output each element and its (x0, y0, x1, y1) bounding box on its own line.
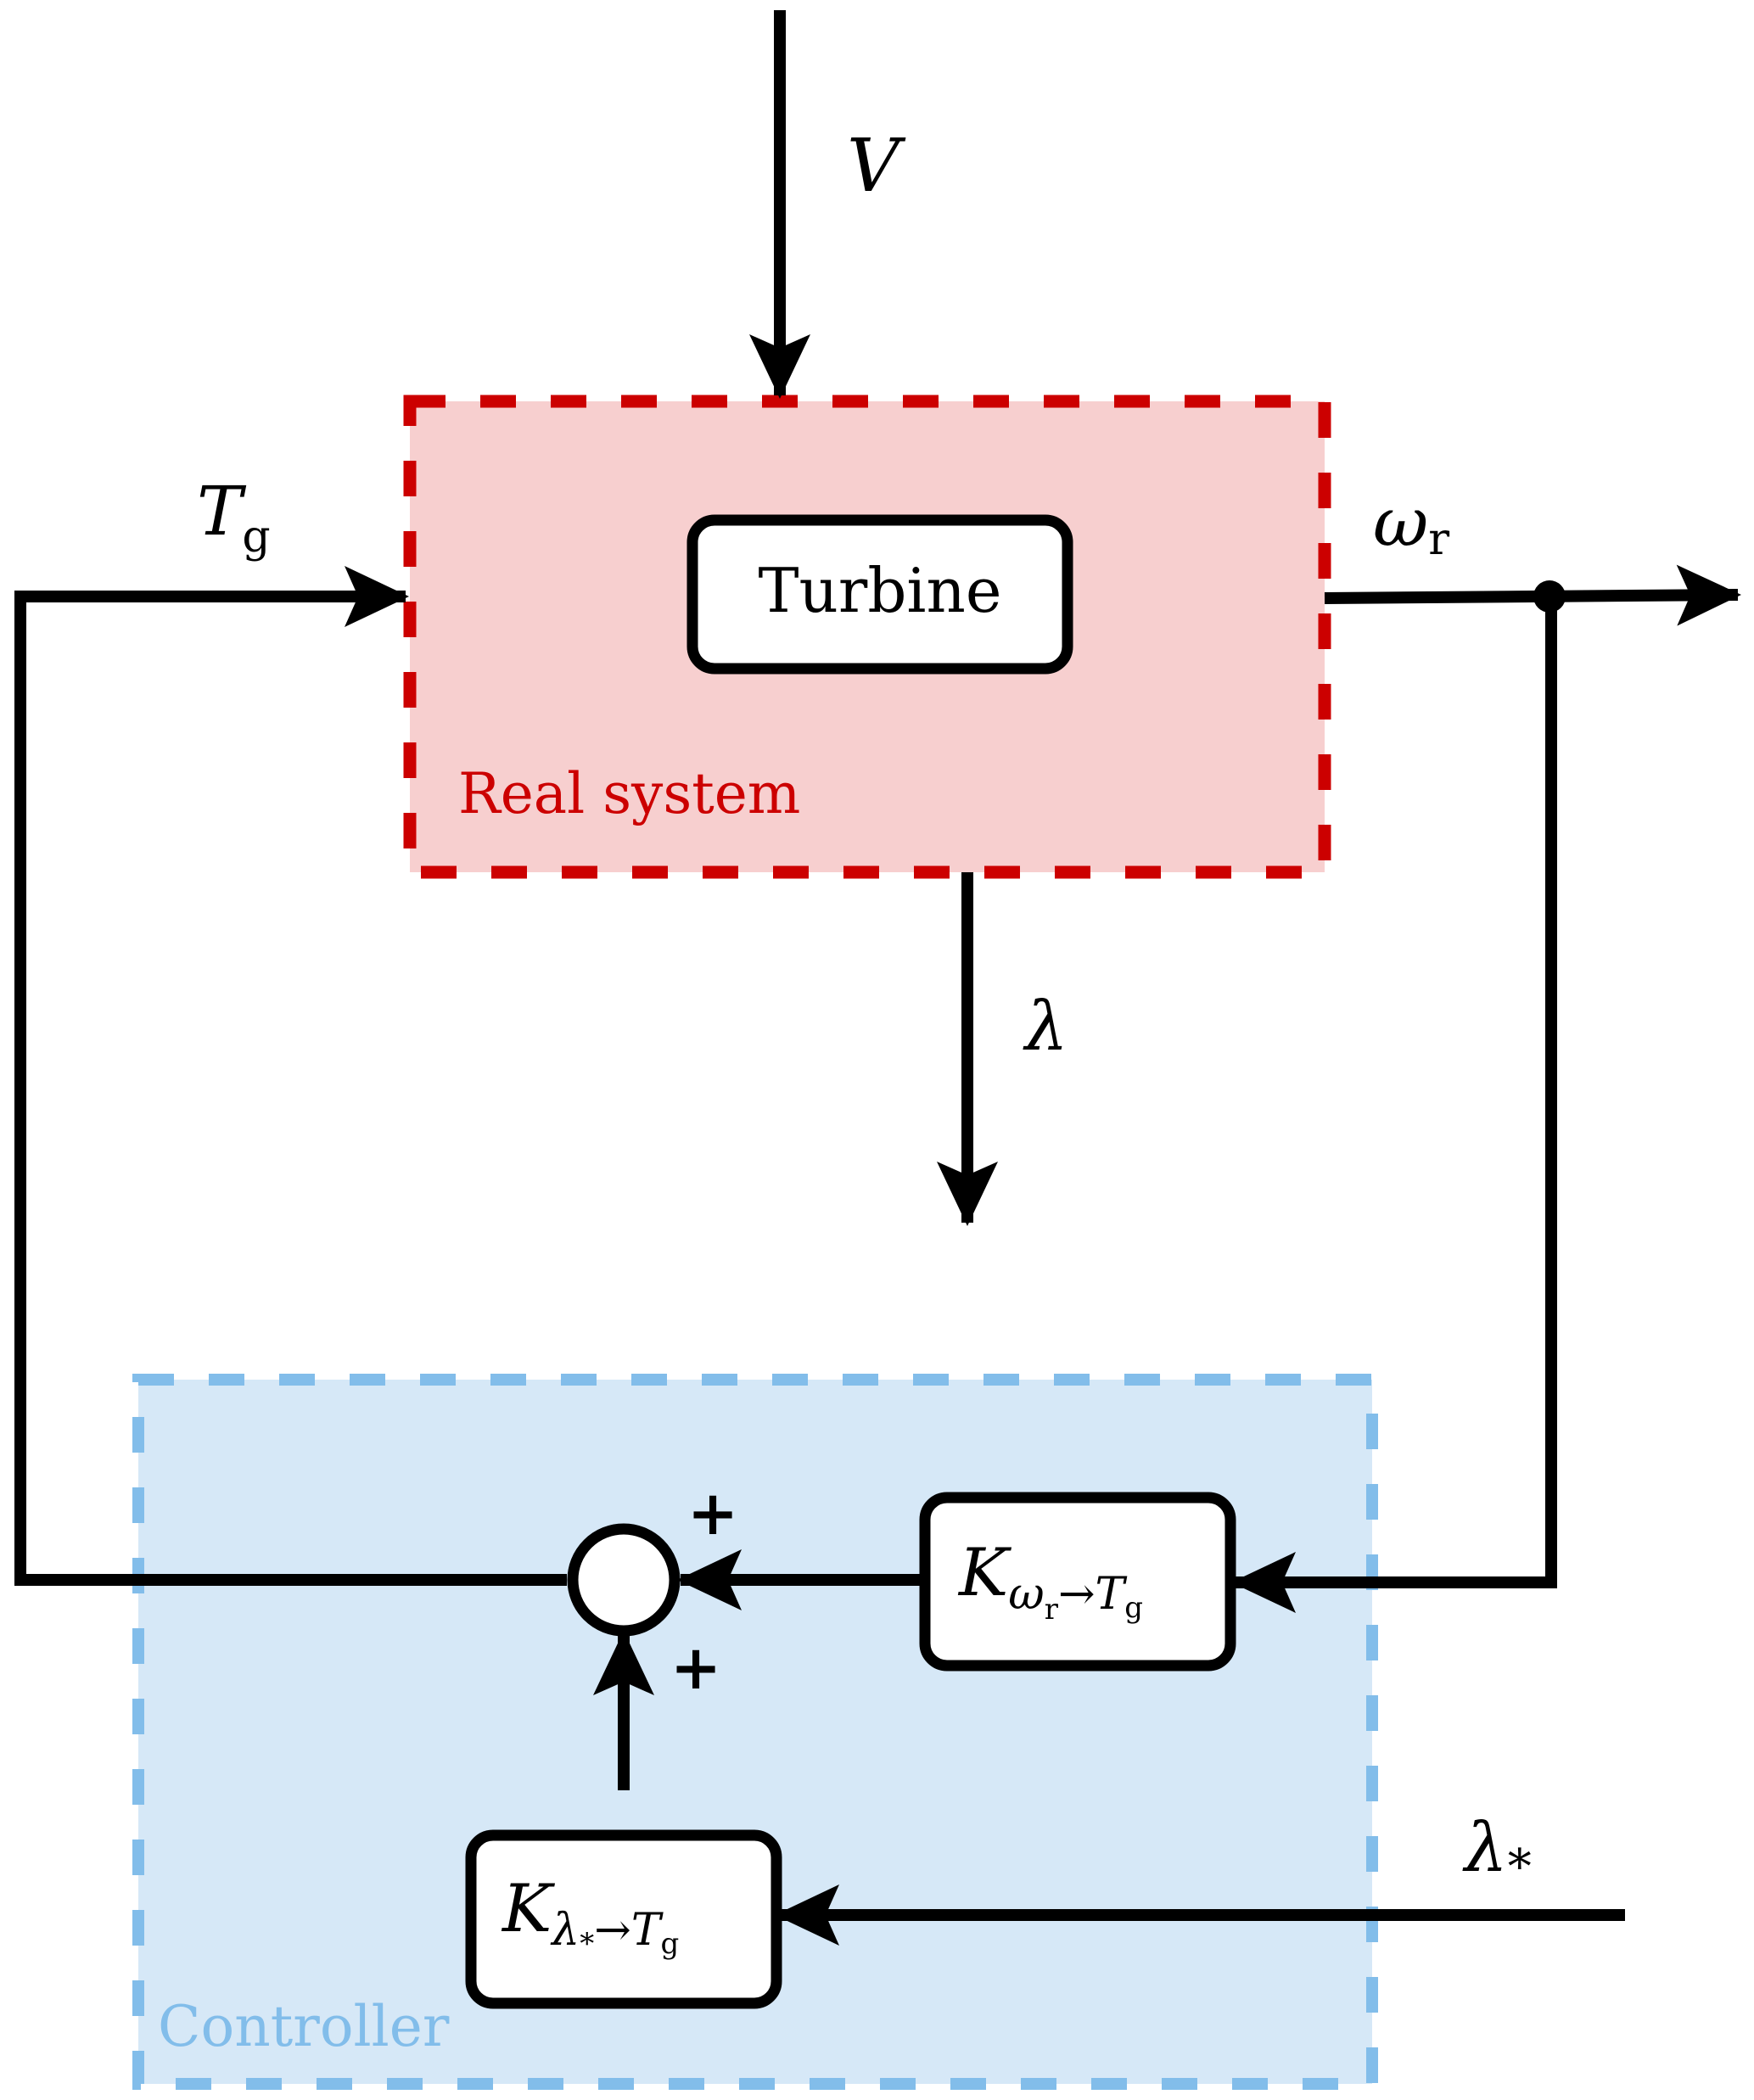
real-system-group: Real system (403, 395, 1331, 879)
wind-speed-label: V (847, 124, 906, 209)
torque-feedback-wire (14, 566, 567, 1586)
junction-dot (1533, 580, 1566, 613)
summing-junction[interactable] (567, 1523, 681, 1637)
rotor-speed-label: ωr (1373, 483, 1449, 565)
sum-sign-bottom: + (670, 1631, 721, 1703)
k-omega-label: Kωr→Tg (957, 1535, 1143, 1627)
k-lambda-to-torque-block[interactable]: Kλ*→Tg (465, 1829, 782, 2009)
k-lambda-label: Kλ*→Tg (501, 1871, 679, 1961)
tsr-reference-label: λ* (1462, 1808, 1532, 1895)
sum-sign-top: + (687, 1476, 738, 1548)
wires (14, 10, 1741, 1946)
controller-label: Controller (158, 1994, 450, 2059)
real-system-label: Real system (458, 761, 800, 826)
torque-label: Tg (197, 472, 271, 563)
turbine-label: Turbine (759, 555, 1002, 626)
k-omega-to-torque-block[interactable]: Kωr→Tg (919, 1492, 1236, 1672)
turbine-block[interactable]: Turbine (686, 514, 1073, 675)
rotor-speed-output-wire (1324, 564, 1741, 626)
rotor-speed-feedback-wire (1231, 596, 1557, 1613)
tsr-label: λ (1023, 987, 1068, 1066)
